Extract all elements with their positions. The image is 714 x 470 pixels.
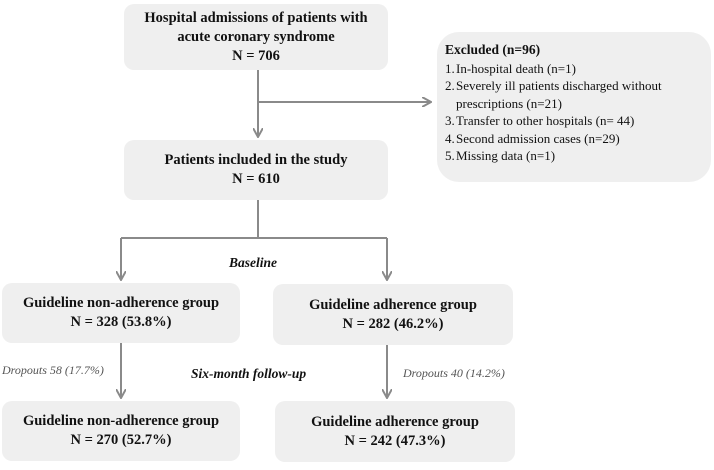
adherence-followup-box: Guideline adherence group N = 242 (47.3%…	[275, 401, 515, 462]
nonadherence-baseline-box: Guideline non-adherence group N = 328 (5…	[2, 283, 240, 343]
included-line1: Patients included in the study	[164, 152, 348, 168]
excluded-item: 1.In-hospital death (n=1)	[445, 60, 576, 76]
admissions-box: Hospital admissions of patients with acu…	[124, 4, 388, 70]
baseline-label: Baseline	[229, 255, 278, 270]
nonadherence-followup-count: N = 270 (52.7%)	[70, 432, 172, 448]
excluded-item: 3.Transfer to other hospitals (n= 44)	[445, 113, 635, 128]
adherence-baseline-title: Guideline adherence group	[309, 296, 477, 313]
excluded-title: Excluded (n=96)	[445, 42, 541, 57]
included-box: Patients included in the study N = 610	[124, 140, 388, 200]
excluded-item: 2.Severely ill patients discharged witho…	[445, 78, 662, 111]
included-count: N = 610	[232, 171, 280, 187]
excluded-item: 4.Second admission cases (n=29)	[445, 130, 620, 146]
nonadherence-baseline-title: Guideline non-adherence group	[22, 295, 220, 311]
adherence-baseline-box: Guideline adherence group N = 282 (46.2%…	[273, 284, 513, 345]
nonadherence-baseline-count: N = 328 (53.8%)	[70, 314, 172, 330]
nonadherence-followup-box: Guideline non-adherence group N = 270 (5…	[2, 401, 240, 461]
admissions-line2: acute coronary syndrome	[177, 28, 335, 45]
excluded-item: 5.Missing data (n=1)	[445, 148, 556, 163]
adherence-followup-title: Guideline adherence group	[311, 413, 479, 430]
excluded-box: Excluded (n=96) 1.In-hospital death (n=1…	[437, 32, 711, 182]
nonadherence-followup-title: Guideline non-adherence group	[22, 413, 220, 429]
followup-label: Six-month follow-up	[191, 366, 307, 381]
dropouts-left-label: Dropouts 58 (17.7%)	[2, 363, 104, 377]
dropouts-right-label: Dropouts 40 (14.2%)	[403, 366, 505, 380]
adherence-followup-count: N = 242 (47.3%)	[344, 432, 446, 449]
admissions-line1: Hospital admissions of patients with	[144, 9, 368, 26]
adherence-baseline-count: N = 282 (46.2%)	[342, 315, 444, 332]
excluded-list: 1.In-hospital death (n=1) 2.Severely ill…	[445, 60, 703, 165]
admissions-count: N = 706	[232, 47, 280, 64]
